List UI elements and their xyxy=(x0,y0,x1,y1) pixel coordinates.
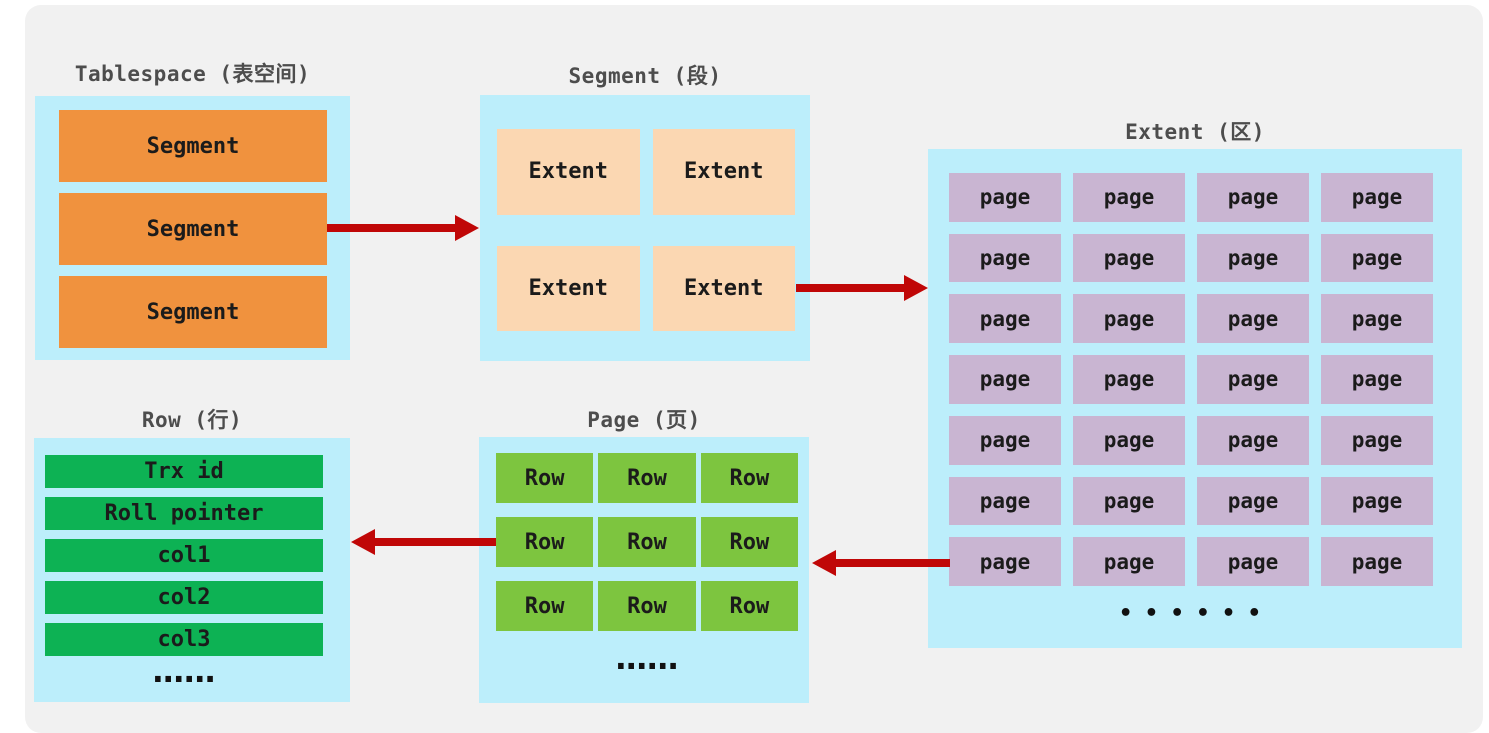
page-box: page xyxy=(949,294,1061,344)
page-box: page xyxy=(949,537,1061,586)
page-box: page xyxy=(1321,537,1433,586)
extent-box: Extent xyxy=(652,129,795,215)
page-box: page xyxy=(1321,476,1433,526)
page-box: page xyxy=(1197,355,1309,404)
row-box: Row xyxy=(598,517,696,567)
page-box: page xyxy=(1073,476,1185,526)
page-ellipsis: ...... xyxy=(610,638,684,678)
page-box: page xyxy=(949,355,1061,404)
page-box: page xyxy=(1321,415,1433,465)
row-box: Row xyxy=(700,581,798,631)
row-container: Trx id Roll pointer col1 col2 col3 ...... xyxy=(34,438,350,702)
segment-bar: Segment xyxy=(59,193,327,265)
extent-ellipsis: • • • • • • xyxy=(1118,600,1264,626)
row-field-bar: col1 xyxy=(45,539,323,572)
page-box: page xyxy=(1197,173,1309,222)
page-box: page xyxy=(1197,233,1309,283)
page-box: page xyxy=(1197,415,1309,465)
page-box: page xyxy=(1073,173,1185,222)
segment-bar: Segment xyxy=(59,110,327,182)
row-box: Row xyxy=(700,453,798,503)
row-ellipsis: ...... xyxy=(147,651,221,691)
row-box: Row xyxy=(496,453,594,503)
segment-title: Segment (段) xyxy=(568,64,722,88)
row-box: Row xyxy=(598,581,696,631)
page-box: page xyxy=(949,233,1061,283)
page-box: page xyxy=(1197,537,1309,586)
page-box: page xyxy=(1321,355,1433,404)
page-box: page xyxy=(1197,294,1309,344)
row-box: Row xyxy=(700,517,798,567)
page-box: page xyxy=(949,476,1061,526)
extent-box: Extent xyxy=(652,245,795,331)
page-box: page xyxy=(1197,476,1309,526)
page-box: page xyxy=(1321,233,1433,283)
page-box: page xyxy=(949,173,1061,222)
row-box: Row xyxy=(598,453,696,503)
page-box: page xyxy=(1073,415,1185,465)
extent-box: Extent xyxy=(497,245,640,331)
segment-bar: Segment xyxy=(59,276,327,348)
page-box: page xyxy=(1073,355,1185,404)
page-title: Page (页) xyxy=(587,408,701,432)
row-field-list: Trx id Roll pointer col1 col2 col3 xyxy=(45,455,323,656)
page-box: page xyxy=(1073,294,1185,344)
tablespace-title: Tablespace (表空间) xyxy=(74,62,311,86)
page-box: page xyxy=(1073,537,1185,586)
row-box: Row xyxy=(496,517,594,567)
row-field-bar: col3 xyxy=(45,623,323,656)
page-box: page xyxy=(1073,233,1185,283)
row-box: Row xyxy=(496,581,594,631)
page-box: page xyxy=(1321,294,1433,344)
extent-title: Extent (区) xyxy=(1125,120,1265,144)
row-title: Row (行) xyxy=(141,408,243,432)
row-field-bar: col2 xyxy=(45,581,323,614)
extent-box: Extent xyxy=(497,129,640,215)
page-box: page xyxy=(949,415,1061,465)
row-field-bar: Roll pointer xyxy=(45,497,323,530)
row-field-bar: Trx id xyxy=(45,455,323,488)
page-box: page xyxy=(1321,173,1433,222)
